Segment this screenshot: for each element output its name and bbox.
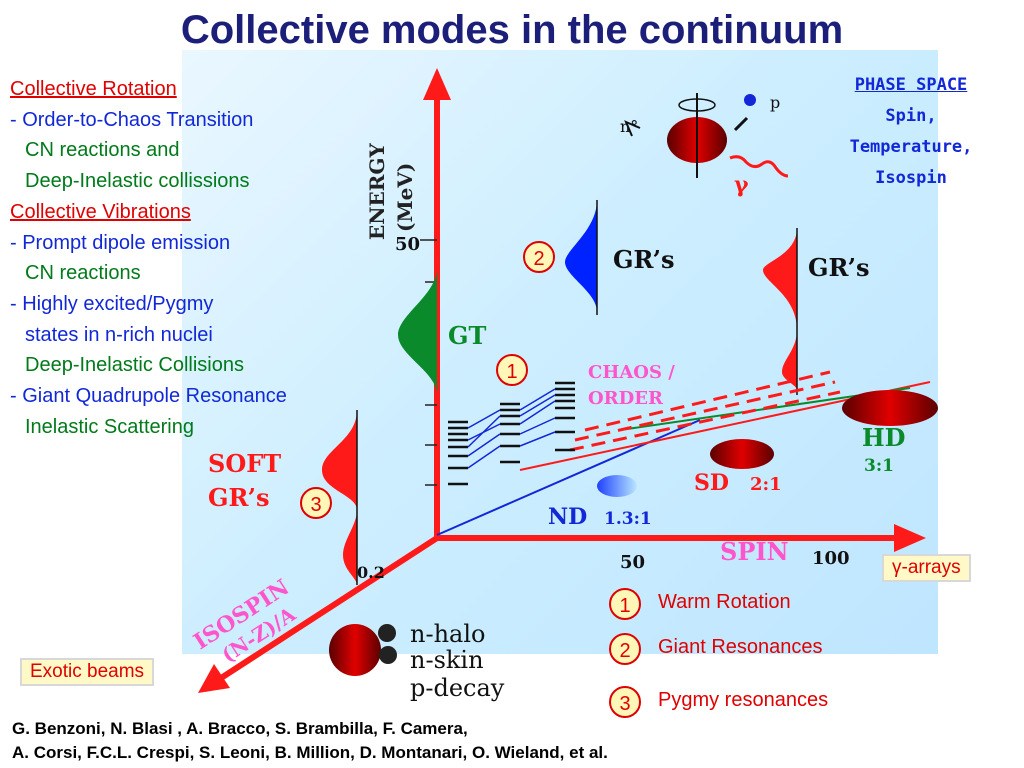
marker-2-diagram: 2 (523, 241, 555, 273)
slide-title: Collective modes in the continuum (180, 8, 844, 52)
vibration-item: - Giant Quadrupole Resonance (10, 385, 287, 408)
phase-space-line: Spin, (885, 106, 937, 126)
hd-label: HD (862, 423, 906, 452)
legend-item-2: Giant Resonances (658, 636, 823, 658)
proton-label: p (770, 93, 780, 112)
sd-label: SD (694, 470, 729, 496)
gr-red-label: GR’s (808, 253, 869, 282)
legend-marker-3: 3 (609, 686, 641, 718)
gamma-arrays-label: γ-arrays (882, 554, 971, 582)
chaos-label-line1: CHAOS / (588, 362, 675, 383)
level-scheme (448, 381, 575, 486)
rotation-item: Deep-Inelastic collissions (25, 170, 250, 193)
chaos-label-line2: ORDER (588, 388, 664, 409)
phase-space-line: Isospin (875, 168, 947, 188)
exotic-beams-label: Exotic beams (20, 658, 155, 686)
rotating-nucleus-icon (624, 93, 789, 178)
phase-space-line: Temperature, (849, 137, 973, 157)
gr-blue-label: GR’s (613, 245, 674, 274)
gr-red-peak (763, 228, 797, 390)
author-credits: G. Benzoni, N. Blasi , A. Bracco, S. Bra… (12, 717, 608, 765)
energy-axis-title: ENERGY (MeV) (365, 143, 417, 240)
diagram-background (182, 50, 938, 654)
sd-nucleus-icon (710, 439, 774, 469)
rotation-item: - Order-to-Chaos Transition (10, 108, 254, 131)
vibration-item: Inelastic Scattering (25, 415, 194, 438)
nd-nucleus-icon (597, 475, 637, 497)
gt-peak (398, 268, 437, 395)
sd-ratio: 2:1 (750, 474, 782, 495)
legend-item-1: Warm Rotation (658, 591, 791, 613)
authors-line2: A. Corsi, F.C.L. Crespi, S. Leoni, B. Mi… (12, 743, 608, 762)
exotic-nucleus-icon (329, 624, 397, 676)
energy-axis-label: ENERGY (365, 143, 389, 240)
legend-marker-1: 1 (609, 588, 641, 620)
vibration-item: - Highly excited/Pygmy (10, 292, 214, 315)
nd-ratio: 1.3:1 (604, 509, 652, 529)
soft-gr-peak (322, 410, 357, 585)
rotation-header: Collective Rotation (10, 78, 177, 100)
energy-axis-unit: (MeV) (393, 163, 417, 232)
vibration-header: Collective Vibrations (10, 200, 191, 223)
mode-list: Collective Rotation - Order-to-Chaos Tra… (10, 74, 287, 442)
soft-gr-line2: GR’s (208, 483, 269, 512)
legend-marker-2: 2 (609, 633, 641, 665)
marker-1-diagram: 1 (496, 354, 528, 386)
phase-space-header: PHASE SPACE (854, 75, 968, 95)
spin-axis-label: SPIN (720, 537, 789, 566)
soft-gr-line1: SOFT (208, 449, 281, 478)
exotic-label-line3: p-decay (410, 674, 505, 702)
spin-tick-100: 100 (812, 548, 850, 569)
exotic-label-line1: n-halo (410, 620, 485, 648)
hd-nucleus-icon (842, 390, 938, 426)
hd-ratio: 3:1 (864, 456, 894, 476)
gr-blue-peak (565, 200, 597, 312)
neutron-label: n° (620, 117, 638, 136)
exotic-label-line2: n-skin (410, 646, 484, 674)
transition-lines (467, 388, 556, 469)
phase-space-box: PHASE SPACE Spin, Temperature, Isospin (806, 70, 1016, 194)
proton-icon (744, 94, 756, 106)
energy-tick-label: 50 (395, 234, 420, 255)
gt-label: GT (448, 321, 486, 350)
rotation-item: CN reactions and (25, 139, 180, 162)
marker-3-diagram: 3 (300, 487, 332, 519)
isospin-tick-label: 0.2 (357, 563, 385, 582)
legend-item-3: Pygmy resonances (658, 689, 829, 711)
chaos-order-dashes (569, 370, 841, 452)
gamma-symbol: γ (734, 172, 749, 198)
vibration-item: states in n-rich nuclei (25, 323, 213, 346)
nd-label: ND (548, 504, 587, 530)
vibration-item: CN reactions (25, 262, 141, 285)
nd-line (436, 419, 701, 536)
vibration-item: Deep-Inelastic Collisions (25, 354, 244, 377)
isospin-axis (198, 535, 439, 693)
spin-tick-50: 50 (620, 552, 645, 573)
spin-axis (437, 524, 926, 552)
authors-line1: G. Benzoni, N. Blasi , A. Bracco, S. Bra… (12, 719, 468, 738)
vibration-item: - Prompt dipole emission (10, 231, 231, 254)
